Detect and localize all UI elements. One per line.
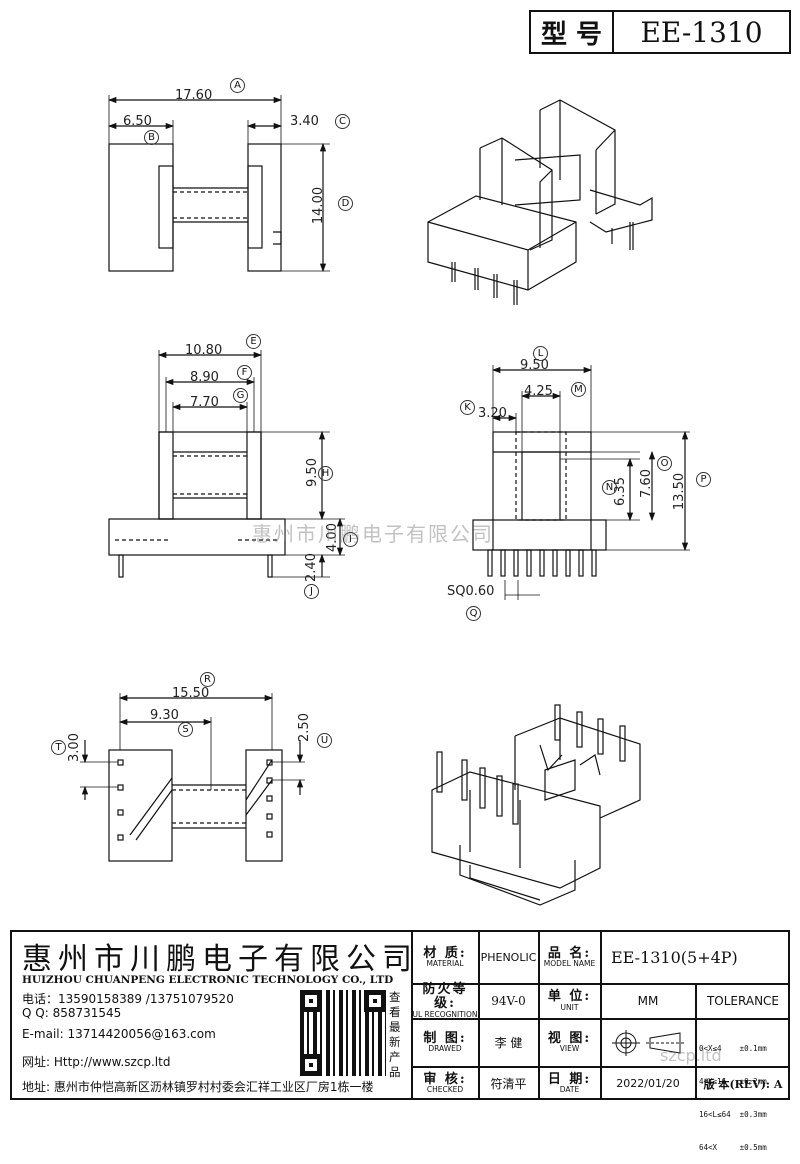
dim-u-marker: U xyxy=(317,733,332,748)
product-label: 品 名: MODEL NAME xyxy=(543,945,596,969)
title-block xyxy=(10,930,790,1100)
dim-o-marker: O xyxy=(657,456,672,471)
company-name-cn: 惠州市川鹏电子有限公司 xyxy=(22,942,418,977)
dim-c-value: 3.40 xyxy=(290,114,319,129)
dim-l-value: 9.50 xyxy=(520,358,549,373)
dim-i-marker: I xyxy=(343,532,358,547)
dim-r-marker: R xyxy=(200,672,215,687)
dim-s-marker: S xyxy=(178,722,193,737)
grid-vline-1 xyxy=(411,930,413,1100)
dim-o-value: 7.60 xyxy=(638,469,654,498)
unit-value: MM xyxy=(637,994,659,1008)
grid-vline-5 xyxy=(695,983,697,1100)
projection-symbol-icon xyxy=(601,1019,695,1066)
dim-k-value: 3.20 xyxy=(478,406,507,421)
phone-text: 电话：13590158389 /13751079520 xyxy=(22,992,234,1006)
flame-label: 防火等级: UL RECOGNITION xyxy=(412,982,478,1019)
dim-q-value: SQ0.60 xyxy=(447,584,495,599)
grid-vline-3 xyxy=(538,930,540,1100)
dim-f-value: 8.90 xyxy=(190,370,219,385)
qr-caption: 查看最新产品 xyxy=(389,990,401,1079)
isometric-view-1 xyxy=(427,99,653,305)
dim-b-marker: B xyxy=(144,130,159,145)
model-value: EE-1310 xyxy=(640,15,763,49)
grid-hline-2 xyxy=(411,1018,790,1020)
dim-j-value: 2.40 xyxy=(303,553,319,582)
company-watermark: 惠州市川鹏电子有限公司 xyxy=(252,522,494,546)
bottom-view xyxy=(80,693,305,862)
technical-drawing xyxy=(80,95,690,906)
date-value: 2022/01/20 xyxy=(616,1077,680,1090)
revision-label: 版 本(REV): A xyxy=(703,1077,783,1091)
flame-value: 94V-0 xyxy=(491,994,526,1008)
dim-b-value: 6.50 xyxy=(123,114,152,129)
dim-k-marker: K xyxy=(460,400,475,415)
grid-vline-2 xyxy=(478,930,480,1100)
checked-label: 审 核: CHECKED xyxy=(423,1071,467,1095)
website-text: 网址: Http://www.szcp.ltd xyxy=(22,1055,171,1069)
dim-t-value: 3.00 xyxy=(66,733,82,762)
grid-hline-3 xyxy=(411,1066,790,1068)
dim-g-marker: G xyxy=(233,388,248,403)
product-value: EE-1310(5+4P) xyxy=(611,948,738,967)
dim-u-value: 2.50 xyxy=(296,713,312,742)
dim-p-marker: P xyxy=(696,472,711,487)
dim-e-value: 10.80 xyxy=(185,343,223,358)
dim-p-value: 13.50 xyxy=(672,472,688,511)
dim-s-value: 9.30 xyxy=(150,708,179,723)
dim-m-value: 4.25 xyxy=(524,384,553,399)
front-view xyxy=(107,95,330,273)
dim-m-marker: M xyxy=(571,382,586,397)
model-label: 型 号 xyxy=(540,19,603,50)
qr-code xyxy=(300,990,386,1076)
isometric-view-2 xyxy=(431,704,641,906)
tol-row: 4<X≤16 ±0.2mm xyxy=(699,1077,767,1086)
side-view xyxy=(108,350,345,578)
model-header xyxy=(529,10,791,54)
dim-q-marker: Q xyxy=(466,606,481,621)
date-label: 日 期: DATE xyxy=(547,1071,592,1095)
dim-d-marker: D xyxy=(338,196,353,211)
drawn-value: 李 健 xyxy=(494,1036,523,1050)
address-text: 地址: 惠州市仲恺高新区沥林镇罗村村委会汇祥工业区厂房1栋一楼 xyxy=(22,1080,374,1094)
qq-text: Q Q: 858731545 xyxy=(22,1006,122,1020)
dim-j-marker: J xyxy=(304,584,319,599)
company-name-en: HUIZHOU CHUANPENG ELECTRONIC TECHNOLOGY … xyxy=(22,974,394,986)
model-divider xyxy=(612,10,614,54)
dim-l-marker: L xyxy=(533,346,548,361)
dim-a-value: 17.60 xyxy=(175,88,213,103)
grid-hline-1 xyxy=(411,983,790,985)
email-text: E-mail: 13714420056@163.com xyxy=(22,1027,216,1041)
dim-h-marker: H xyxy=(318,466,333,481)
end-view xyxy=(472,365,690,600)
dim-a-marker: A xyxy=(230,78,245,93)
dim-d-value: 14.00 xyxy=(311,186,327,225)
dim-e-marker: E xyxy=(246,334,261,349)
dim-t-marker: T xyxy=(51,740,66,755)
view-label: 视 图: VIEW xyxy=(547,1030,592,1054)
tol-row: 64<X ±0.5mm xyxy=(699,1143,767,1152)
material-label: 材 质: MATERIAL xyxy=(423,945,467,969)
dim-n-marker: N xyxy=(602,480,617,495)
checked-value: 符清平 xyxy=(490,1077,527,1091)
tolerance-label: TOLERANCE xyxy=(706,994,780,1008)
grid-vline-4 xyxy=(600,930,602,1100)
drawn-label: 制 图: DRAWED xyxy=(423,1030,467,1054)
material-value: PHENOLIC xyxy=(480,951,537,964)
tol-row: 16<L≤64 ±0.3mm xyxy=(699,1110,767,1119)
unit-label: 单 位: UNIT xyxy=(547,989,592,1012)
tol-row: 0<X≤4 ±0.1mm xyxy=(699,1044,767,1053)
dim-f-marker: F xyxy=(237,365,252,380)
site-watermark: szcp.ltd xyxy=(660,1046,722,1065)
dim-c-marker: C xyxy=(335,114,350,129)
dim-r-value: 15.50 xyxy=(172,686,210,701)
dim-g-value: 7.70 xyxy=(190,395,219,410)
